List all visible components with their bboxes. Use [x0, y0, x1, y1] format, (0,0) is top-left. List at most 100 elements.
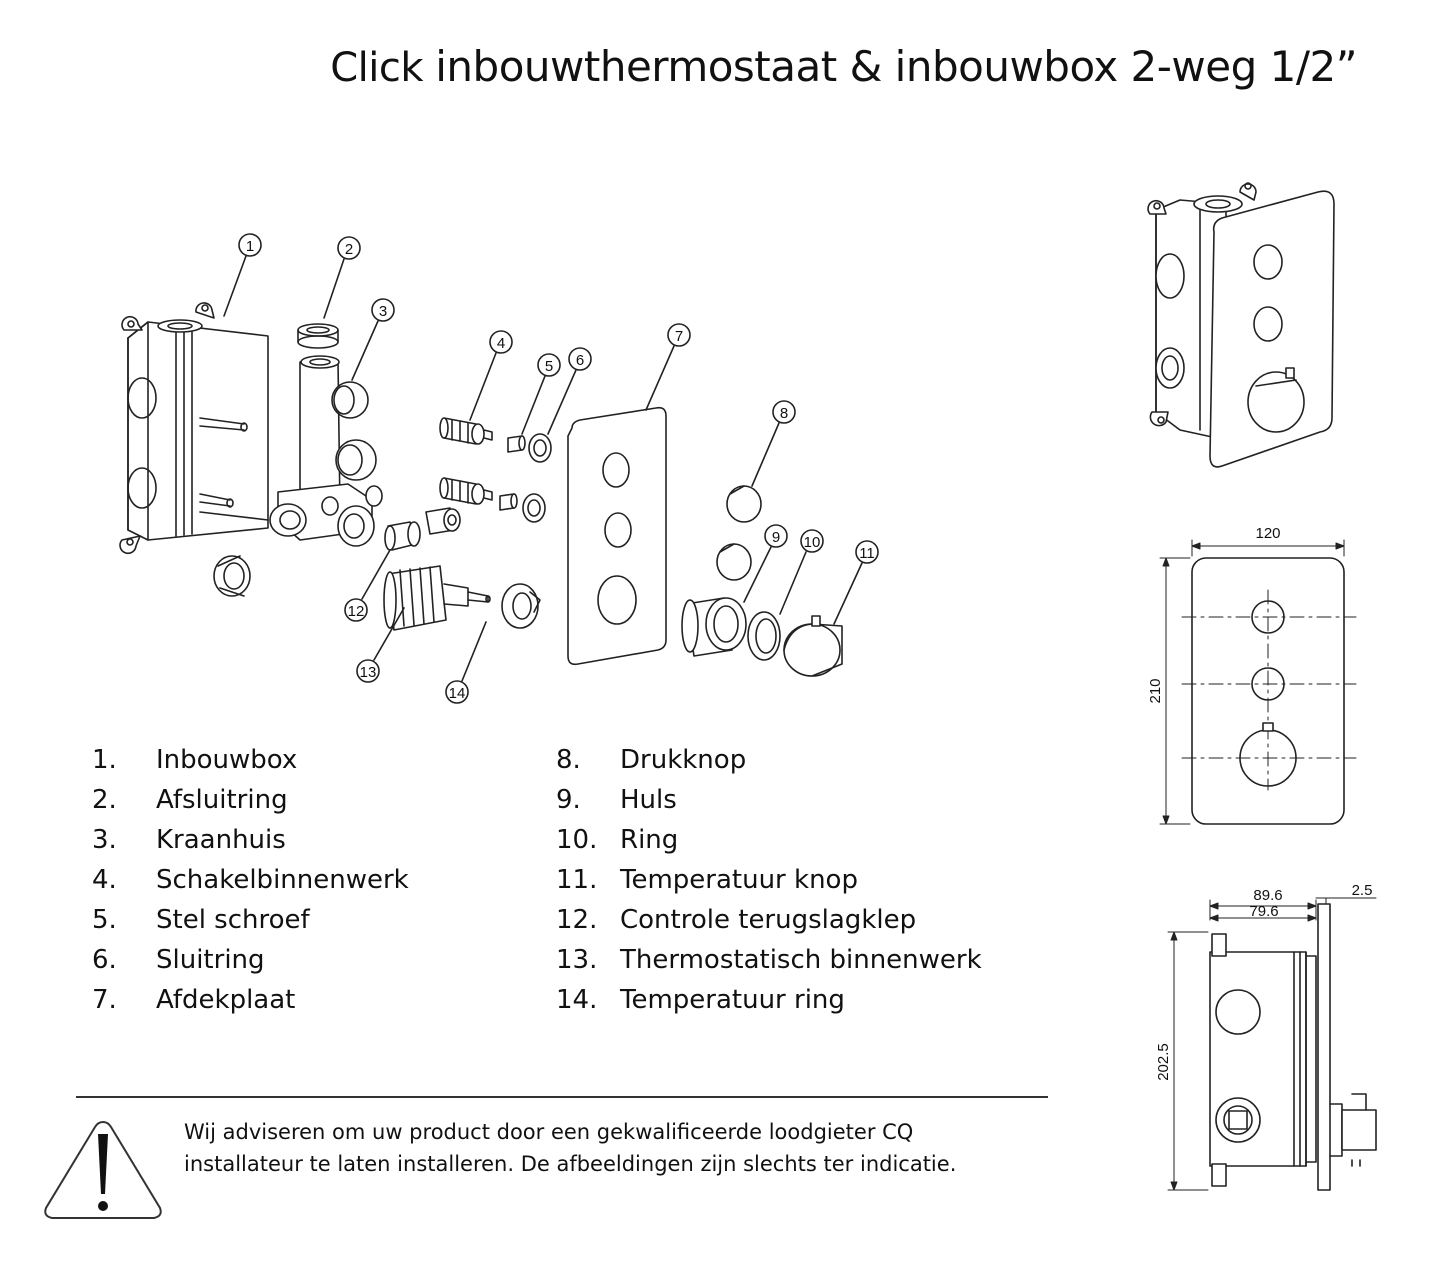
part-schakelbinnenwerk — [439, 417, 493, 505]
legend-num: 6. — [92, 945, 117, 975]
callout-3-label: 3 — [379, 303, 387, 320]
legend-name: Afdekplaat — [156, 985, 296, 1015]
legend-name: Stel schroef — [156, 905, 310, 935]
dim-side-height: 202.5 — [1155, 1043, 1172, 1081]
callout-7: 7 — [645, 323, 691, 411]
front-view: 120 210 — [1147, 525, 1357, 825]
callout-6-label: 6 — [576, 352, 584, 369]
product-iso-view — [1147, 182, 1335, 468]
legend-row: 1. Inbouwbox — [92, 740, 409, 780]
legend-name: Afsluitring — [156, 785, 288, 815]
legend-row: 5.Stel schroef — [92, 900, 409, 940]
legend-row: 12. Controle terugslagklep — [556, 900, 982, 940]
legend-num: 3. — [92, 825, 117, 855]
legend-row: 10. Ring — [556, 820, 982, 860]
callout-5: 5 — [521, 353, 561, 435]
side-view: 89.6 79.6 2.5 202.5 — [1155, 882, 1377, 1191]
legend-num: 4. — [92, 865, 117, 895]
part-temperatuur-ring — [501, 583, 541, 629]
dim-side-depth-box: 79.6 — [1249, 903, 1278, 920]
parts-legend-right: 8. Drukknop 9. Huls 10. Ring 11. Temperatuur… — [556, 740, 982, 1020]
callout-10-label: 10 — [804, 534, 821, 551]
callout-9-label: 9 — [772, 529, 780, 546]
part-ring-below-box — [213, 555, 251, 597]
legend-num: 13. — [556, 945, 598, 975]
callout-2-label: 2 — [345, 241, 353, 258]
legend-name: Thermostatisch binnenwerk — [620, 945, 982, 975]
title-main: inbouwthermostaat & inbouwbox 2-weg 1/2” — [435, 42, 1357, 91]
divider-line — [76, 1096, 1048, 1098]
legend-row: 4. Schakelbinnenwerk — [92, 860, 409, 900]
part-afsluitring — [297, 323, 339, 349]
dim-plate-thickness: 2.5 — [1352, 882, 1373, 899]
legend-name: Schakelbinnenwerk — [156, 865, 409, 895]
part-kraanhuis — [269, 355, 383, 547]
legend-num: 1. — [92, 745, 117, 775]
legend-name: Huls — [620, 785, 677, 815]
callout-12-label: 12 — [348, 603, 365, 620]
parts-legend-left: 1. Inbouwbox 2. Afsluitring 3. Kraanhuis 4.… — [92, 740, 409, 1020]
part-ring — [747, 611, 781, 661]
legend-num: 10. — [556, 825, 598, 855]
callout-11: 11 — [833, 540, 879, 625]
legend-num: 2. — [92, 785, 117, 815]
callout-10: 10 — [779, 529, 824, 615]
callout-7-label: 7 — [675, 328, 683, 345]
page-title: Click inbouwthermostaat & inbouwbox 2-we… — [330, 42, 1357, 91]
callout-4-label: 4 — [497, 335, 505, 352]
legend-name: Ring — [620, 825, 679, 855]
callout-14-label: 14 — [449, 685, 466, 702]
exploded-view: 1 2 3 4 5 6 7 — [119, 233, 879, 704]
dim-side-depth-total: 89.6 — [1253, 887, 1282, 904]
part-sluitring — [522, 433, 552, 523]
callout-9: 9 — [743, 524, 788, 603]
part-afdekplaat — [567, 406, 667, 666]
legend-row: 3. Kraanhuis — [92, 820, 409, 860]
legend-num: 12. — [556, 905, 598, 935]
legend-name: Temperatuur ring — [620, 985, 845, 1015]
callout-1: 1 — [223, 233, 262, 317]
callout-8: 8 — [751, 400, 796, 487]
warning-text: Wij adviseren om uw product door een gek… — [184, 1120, 957, 1176]
legend-num: 11. — [556, 865, 598, 895]
part-controle-terugslagklep — [384, 507, 461, 551]
legend-name: Sluitring — [156, 945, 265, 975]
dim-front-height: 210 — [1147, 678, 1164, 703]
callout-2: 2 — [323, 236, 361, 319]
legend-row: 14. Temperatuur ring — [556, 980, 982, 1020]
callout-3: 3 — [351, 298, 395, 381]
callout-1-label: 1 — [246, 238, 254, 255]
legend-name: Drukknop — [620, 745, 747, 775]
part-huls — [681, 597, 747, 657]
callout-13-label: 13 — [360, 664, 377, 681]
callout-4: 4 — [469, 330, 513, 421]
legend-num: 14. — [556, 985, 598, 1015]
callout-13: 13 — [356, 607, 405, 683]
callout-5-label: 5 — [545, 358, 553, 375]
legend-row: 2. Afsluitring — [92, 780, 409, 820]
legend-row: 8. Drukknop — [556, 740, 982, 780]
dim-front-width: 120 — [1255, 525, 1280, 542]
warning-triangle-icon — [44, 1120, 162, 1219]
legend-num: 9. — [556, 785, 581, 815]
legend-name: Inbouwbox — [156, 745, 298, 775]
callout-11-label: 11 — [859, 545, 875, 562]
legend-name: Temperatuur knop — [620, 865, 858, 895]
legend-row: 7. Afdekplaat — [92, 980, 409, 1020]
callout-6: 6 — [547, 347, 592, 435]
legend-num: 7. — [92, 985, 117, 1015]
callout-12: 12 — [344, 549, 391, 622]
legend-row: 6. Sluitring — [92, 940, 409, 980]
title-lead: Click — [330, 45, 436, 91]
part-drukknop — [716, 485, 762, 581]
legend-row: 13. Thermostatisch binnenwerk — [556, 940, 982, 980]
part-inbouwbox — [119, 302, 269, 555]
part-thermostatisch-binnenwerk — [383, 565, 491, 631]
callout-14: 14 — [445, 621, 487, 704]
legend-name: Controle terugslagklep — [620, 905, 917, 935]
legend-row: 9. Huls — [556, 780, 982, 820]
legend-num: 8. — [556, 745, 581, 775]
legend-name: Kraanhuis — [156, 825, 286, 855]
part-stel-schroef — [499, 435, 526, 511]
